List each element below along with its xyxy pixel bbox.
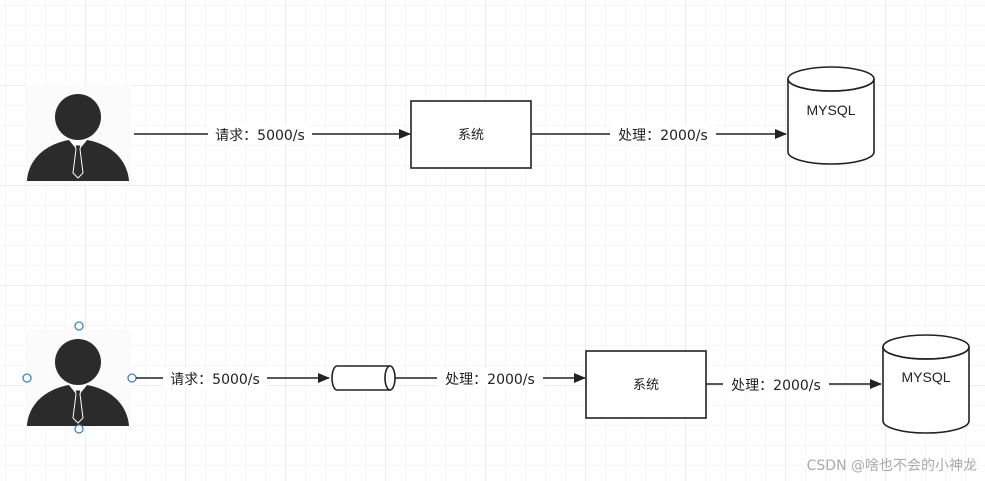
bottom-process-label: 处理：2000/s bbox=[731, 378, 821, 394]
selection-handle-bottom[interactable] bbox=[74, 424, 84, 434]
top-system-box[interactable] bbox=[410, 100, 532, 169]
selection-handle-top[interactable] bbox=[74, 321, 84, 331]
queue-process-label: 处理：2000/s bbox=[445, 372, 535, 388]
top-system-label: 系统 bbox=[458, 128, 484, 143]
bottom-flow: 请求：5000/s 处理：2000/s 系统 处理：2000/s MYSQL bbox=[22, 321, 970, 434]
top-request-label: 请求：5000/s bbox=[215, 128, 305, 144]
bottom-process-label-bg bbox=[723, 374, 829, 394]
bottom-request-label: 请求：5000/s bbox=[170, 372, 260, 388]
bottom-database-icon[interactable] bbox=[882, 334, 970, 434]
top-request-label-bg bbox=[208, 124, 312, 144]
top-database-label: MYSQL bbox=[806, 102, 855, 118]
selection-handle-left[interactable] bbox=[22, 373, 32, 383]
bottom-database-label: MYSQL bbox=[901, 369, 950, 385]
queue-process-label-bg bbox=[437, 368, 543, 388]
selection-handle-right[interactable] bbox=[127, 373, 137, 383]
watermark: CSDN @啥也不会的小神龙 bbox=[806, 458, 977, 474]
top-database-icon[interactable] bbox=[787, 66, 875, 165]
top-user-icon[interactable] bbox=[24, 84, 132, 186]
top-flow: 请求：5000/s 系统 处理：2000/s MYSQL bbox=[24, 66, 875, 186]
bottom-user-icon[interactable] bbox=[24, 329, 132, 431]
top-process-label-bg bbox=[610, 124, 716, 144]
bottom-system-box[interactable] bbox=[585, 350, 707, 419]
bottom-request-label-bg bbox=[163, 368, 267, 388]
bottom-system-label: 系统 bbox=[633, 378, 659, 393]
queue-icon[interactable] bbox=[331, 365, 396, 391]
top-process-label: 处理：2000/s bbox=[618, 128, 708, 144]
